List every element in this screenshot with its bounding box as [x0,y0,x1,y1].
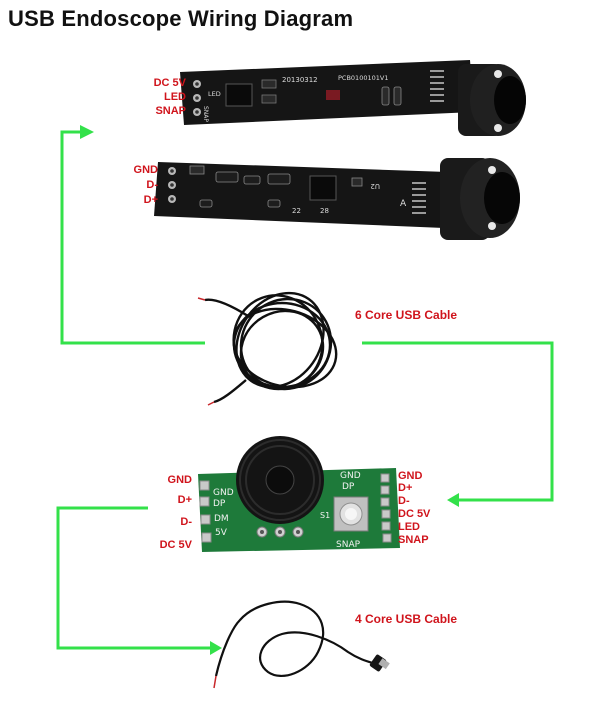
board-second-label-dplus: D+ [143,194,158,206]
board-second-chip [309,175,337,201]
control-right-label-dminus: D- [398,495,410,507]
control-left-label-dc5v: DC 5V [159,539,192,551]
board-top-silk-pcb: PCB0100101V1 [338,74,388,82]
board-top-silk-led: LED [208,90,221,98]
control-silk-right-gnd: GND [340,471,361,481]
control-right-label-dc5v: DC 5V [398,508,431,520]
control-silk-right-dp: DP [342,482,355,492]
control-silk-gnd: GND [213,488,234,498]
board-second-pin-holes [168,167,176,203]
wire-top-to-cable6 [60,130,205,345]
control-right-label-led: LED [398,521,420,533]
control-silk-5v: 5V [215,528,228,538]
wire-control-to-cable4 [56,506,212,650]
control-silk-dp: DP [213,499,226,509]
arrowhead-cable4 [210,641,222,655]
arrowhead-control [447,493,459,507]
wire-arrowheads [80,125,459,655]
control-silk-snap: SNAP [336,540,361,550]
control-left-label-gnd: GND [167,474,192,486]
board-top-label-led: LED [164,91,186,103]
board-top-label-snap: SNAP [155,105,186,117]
six-core-cable-coil [204,291,338,404]
six-core-cable-label: 6 Core USB Cable [355,308,458,322]
four-core-cable-label: 4 Core USB Cable [355,612,458,626]
board-second-contacts [412,182,426,214]
board-second-label-dminus: D- [146,179,158,191]
control-board: GND DP DM 5V GND DP S1 SNAP [198,436,400,552]
wire-cable6-to-control [362,341,554,502]
board-top-silk-code: 20130312 [282,76,318,84]
board-top-silk-snap: SNAP [202,106,209,122]
board-top-red-component [326,90,340,100]
board-second-silk-a: A [400,199,407,209]
arrowhead-top [80,125,94,139]
control-silk-dm: DM [214,514,229,524]
endoscope-board-second: 22 28 A U2 [154,158,520,240]
four-core-cable [214,600,377,677]
diagram-title: USB Endoscope Wiring Diagram [8,6,354,31]
control-right-label-snap: SNAP [398,534,429,546]
control-right-label-gnd: GND [398,470,423,482]
control-board-right-pads [380,473,392,543]
control-left-label-dplus: D+ [177,494,192,506]
control-right-label-dplus: D+ [398,482,413,494]
control-silk-s1: S1 [320,511,330,520]
board-second-label-gnd: GND [133,164,158,176]
board-second-silk-u2: U2 [370,182,380,190]
four-core-cable-end [213,675,217,689]
board-top-contacts [430,70,444,102]
board-second-silk-28: 28 [320,207,329,215]
board-top-label-dc5v: DC 5V [153,77,186,89]
board-second-silk-22: 22 [292,207,301,215]
control-left-label-dminus: D- [180,516,192,528]
green-wires [56,130,554,650]
endoscope-board-top: 20130312 PCB0100101V1 LED SNAP [180,60,526,136]
board-top-chip [225,83,253,107]
six-core-cable-ends [197,297,215,406]
control-board-left-pads [199,480,212,543]
usb-plug [369,654,390,672]
board-top-pin-holes [193,80,201,116]
